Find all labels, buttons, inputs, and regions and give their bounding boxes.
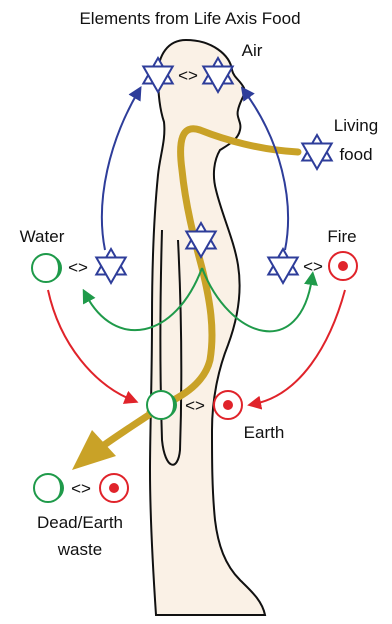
label-earth: Earth: [244, 423, 285, 442]
star-of-david-icon: [201, 55, 235, 95]
dot-circle-icon: [328, 251, 358, 281]
food-path: [146, 125, 302, 416]
dot-circle-icon: [99, 473, 129, 503]
exchange-symbol-water: <>: [68, 258, 88, 277]
label-air: Air: [242, 41, 263, 60]
red-arrow-left: [47, 289, 139, 404]
water-arrow-left: [82, 267, 203, 331]
water-arrow-right: [201, 267, 318, 333]
label-fire: Fire: [327, 227, 356, 246]
star-of-david-icon: [94, 246, 128, 286]
label-living-food-line1: Living: [334, 116, 378, 135]
star-of-david-icon: [266, 246, 300, 286]
label-dead-waste-line2: waste: [57, 540, 102, 559]
dot-circle-icon: [213, 390, 243, 420]
exchange-symbol-fire: <>: [303, 257, 323, 276]
crescent-circle-icon: [31, 253, 62, 283]
food-waste-arrowhead: [72, 430, 116, 470]
exchange-symbol-earth: <>: [185, 396, 205, 415]
star-of-david-icon: [184, 220, 218, 260]
exchange-symbol-air: <>: [178, 66, 198, 85]
label-water: Water: [20, 227, 65, 246]
label-dead-waste-line1: Dead/Earth: [37, 513, 123, 532]
exchange-symbol-waste: <>: [71, 479, 91, 498]
crescent-circle-icon: [146, 390, 177, 420]
star-of-david-icon: [300, 132, 334, 172]
air-arrow-right: [240, 86, 290, 251]
star-of-david-icon: [141, 55, 175, 95]
diagram-title: Elements from Life Axis Food: [79, 9, 300, 28]
label-living-food-line2: food: [339, 145, 372, 164]
air-arrow-left: [100, 85, 142, 251]
human-body-silhouette: [148, 38, 267, 616]
red-arrow-right: [247, 289, 346, 410]
crescent-circle-icon: [33, 473, 64, 503]
